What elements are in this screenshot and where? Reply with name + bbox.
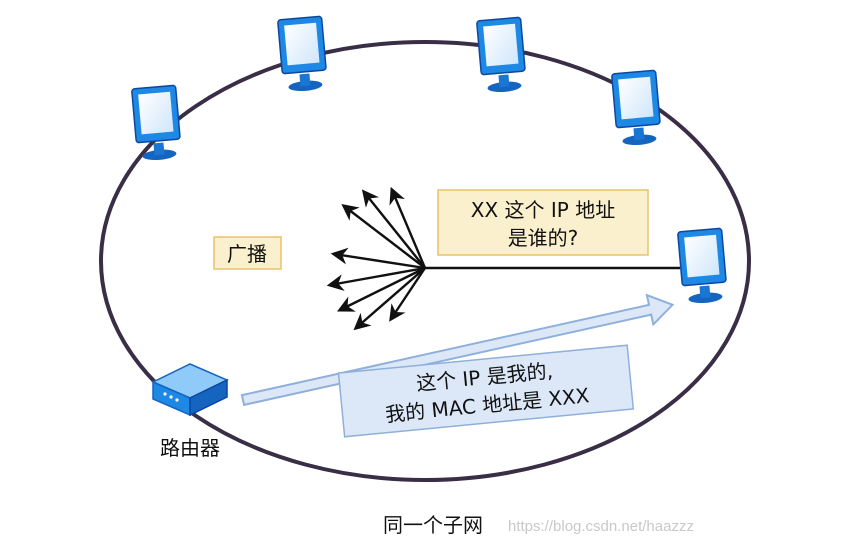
monitor-icon [475,16,528,95]
query-bubble-line1: XX 这个 IP 地址 [471,198,615,222]
broadcast-arrows-icon [326,186,680,331]
monitor-icon [130,84,183,163]
subnet-label: 同一个子网 [383,513,483,537]
broadcast-label-box [213,236,282,270]
router-icon [151,363,229,417]
monitor-icon [276,15,329,94]
monitor-icon [610,69,663,148]
query-bubble-line2: 是谁的? [508,226,579,250]
monitor-icon [676,227,729,306]
reply-bubble: 这个 IP 是我的, 我的 MAC 地址是 XXX [337,344,635,438]
watermark: https://blog.csdn.net/haazzz [508,518,694,535]
subnet-ellipse [99,40,751,482]
router-label: 路由器 [160,436,220,460]
query-bubble [437,189,649,256]
broadcast-label: 广播 [227,242,267,266]
